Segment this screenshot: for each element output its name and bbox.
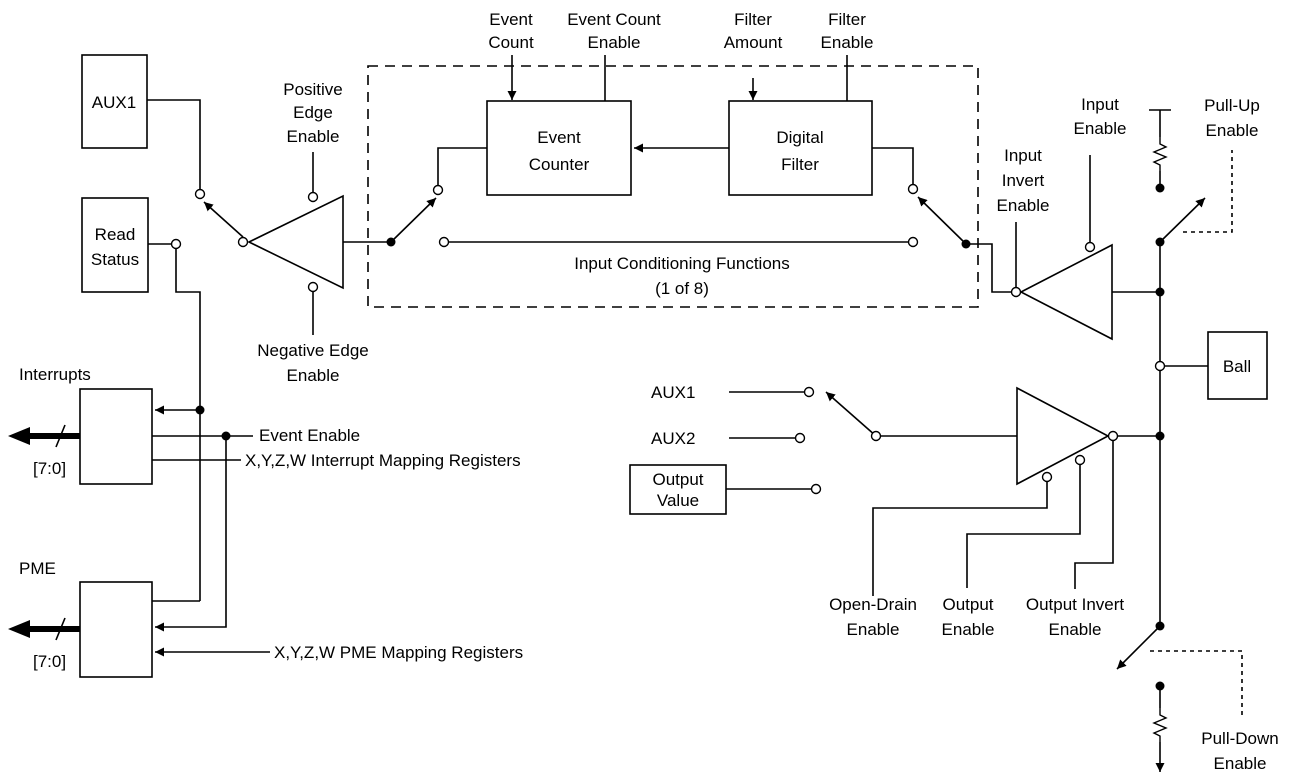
read-status-block: Read Status bbox=[81, 197, 149, 293]
event-counter-label-2: Counter bbox=[529, 155, 590, 174]
svg-text:Amount: Amount bbox=[724, 33, 783, 52]
ball-label: Ball bbox=[1223, 357, 1251, 376]
svg-text:Invert: Invert bbox=[1002, 171, 1045, 190]
svg-text:Filter: Filter bbox=[828, 10, 866, 29]
pme-bus bbox=[8, 617, 80, 641]
label-bus-width-interrupts: [7:0] bbox=[33, 459, 66, 478]
svg-text:Output: Output bbox=[942, 595, 993, 614]
svg-text:Event: Event bbox=[489, 10, 533, 29]
label-pme-mapping: X,Y,Z,W PME Mapping Registers bbox=[274, 643, 523, 662]
label-input-enable: Input Enable bbox=[1074, 95, 1127, 138]
label-pull-down-enable: Pull-Down Enable bbox=[1201, 729, 1278, 773]
label-event-count: Event Count bbox=[488, 10, 534, 52]
label-interrupt-mapping: X,Y,Z,W Interrupt Mapping Registers bbox=[245, 451, 521, 470]
svg-text:Enable: Enable bbox=[997, 196, 1050, 215]
aux1-wire bbox=[147, 99, 201, 189]
label-event-count-enable: Event Count Enable bbox=[567, 10, 661, 52]
event-counter-label-1: Event bbox=[537, 128, 581, 147]
svg-text:Enable: Enable bbox=[847, 620, 900, 639]
label-input-invert-enable: Input Invert Enable bbox=[997, 146, 1050, 215]
label-open-drain-enable: Open-Drain Enable bbox=[829, 595, 917, 639]
svg-text:Enable: Enable bbox=[1074, 119, 1127, 138]
digital-filter-label-2: Filter bbox=[781, 155, 819, 174]
label-interrupts: Interrupts bbox=[19, 365, 91, 384]
interrupts-bus bbox=[8, 424, 80, 448]
output-value-label-2: Value bbox=[657, 491, 699, 510]
label-aux2-input: AUX2 bbox=[651, 429, 695, 448]
input-buffer bbox=[1010, 155, 1160, 341]
output-mux-switch bbox=[825, 391, 877, 437]
svg-text:Event Count: Event Count bbox=[567, 10, 661, 29]
aux1-block: AUX1 bbox=[81, 54, 148, 149]
event-counter-block: Event Counter bbox=[486, 100, 632, 196]
read-status-label-2: Status bbox=[91, 250, 139, 269]
svg-text:Positive: Positive bbox=[283, 80, 343, 99]
read-status-label-1: Read bbox=[95, 225, 136, 244]
counter-mux-switch bbox=[390, 197, 437, 243]
aux1-block-label: AUX1 bbox=[92, 93, 136, 112]
label-pull-up-enable: Pull-Up Enable bbox=[1204, 96, 1260, 140]
label-positive-edge-enable: Positive Edge Enable bbox=[283, 80, 343, 146]
input-conditioning-region bbox=[367, 65, 979, 308]
label-aux1-input: AUX1 bbox=[651, 383, 695, 402]
interrupts-block bbox=[79, 388, 153, 485]
svg-text:Pull-Down: Pull-Down bbox=[1201, 729, 1278, 748]
pull-up-switch bbox=[1159, 197, 1206, 243]
pme-block bbox=[79, 581, 153, 678]
read-status-tap bbox=[175, 249, 201, 601]
svg-text:Output Invert: Output Invert bbox=[1026, 595, 1125, 614]
label-input-conditioning: Input Conditioning Functions (1 of 8) bbox=[574, 254, 789, 298]
svg-text:(1 of 8): (1 of 8) bbox=[655, 279, 709, 298]
output-buffer bbox=[872, 386, 1160, 596]
svg-text:Enable: Enable bbox=[1206, 121, 1259, 140]
svg-text:Input Conditioning Functions: Input Conditioning Functions bbox=[574, 254, 789, 273]
label-output-enable: Output Enable bbox=[942, 595, 995, 639]
ball-block: Ball bbox=[1207, 331, 1268, 400]
label-pme: PME bbox=[19, 559, 56, 578]
svg-text:Enable: Enable bbox=[1049, 620, 1102, 639]
label-negative-edge-enable: Negative Edge Enable bbox=[257, 341, 369, 385]
svg-text:Negative Edge: Negative Edge bbox=[257, 341, 369, 360]
svg-text:Input: Input bbox=[1081, 95, 1119, 114]
edge-mux-switch bbox=[203, 201, 244, 238]
svg-text:Enable: Enable bbox=[588, 33, 641, 52]
digital-filter-label-1: Digital bbox=[776, 128, 823, 147]
svg-text:Enable: Enable bbox=[821, 33, 874, 52]
filter-mux-switch bbox=[917, 196, 967, 245]
pull-up-resistor bbox=[1149, 109, 1171, 193]
label-filter-enable: Filter Enable bbox=[821, 10, 874, 52]
svg-text:Enable: Enable bbox=[287, 127, 340, 146]
label-output-invert-enable: Output Invert Enable bbox=[1026, 595, 1125, 639]
label-filter-amount: Filter Amount bbox=[724, 10, 783, 52]
svg-text:Enable: Enable bbox=[942, 620, 995, 639]
svg-text:Filter: Filter bbox=[734, 10, 772, 29]
output-value-label-1: Output bbox=[652, 470, 703, 489]
digital-filter-block: Digital Filter bbox=[728, 100, 873, 196]
output-value-block: Output Value bbox=[629, 464, 727, 515]
svg-text:Enable: Enable bbox=[287, 366, 340, 385]
svg-text:Input: Input bbox=[1004, 146, 1042, 165]
svg-text:Count: Count bbox=[488, 33, 534, 52]
svg-text:Enable: Enable bbox=[1214, 754, 1267, 773]
pull-down-resistor bbox=[1153, 681, 1167, 772]
label-event-enable: Event Enable bbox=[259, 426, 360, 445]
svg-text:Edge: Edge bbox=[293, 103, 333, 122]
label-bus-width-pme: [7:0] bbox=[33, 652, 66, 671]
svg-text:Pull-Up: Pull-Up bbox=[1204, 96, 1260, 115]
edge-detector-buffer bbox=[237, 152, 396, 335]
pull-down-switch bbox=[1116, 625, 1161, 670]
svg-text:Open-Drain: Open-Drain bbox=[829, 595, 917, 614]
